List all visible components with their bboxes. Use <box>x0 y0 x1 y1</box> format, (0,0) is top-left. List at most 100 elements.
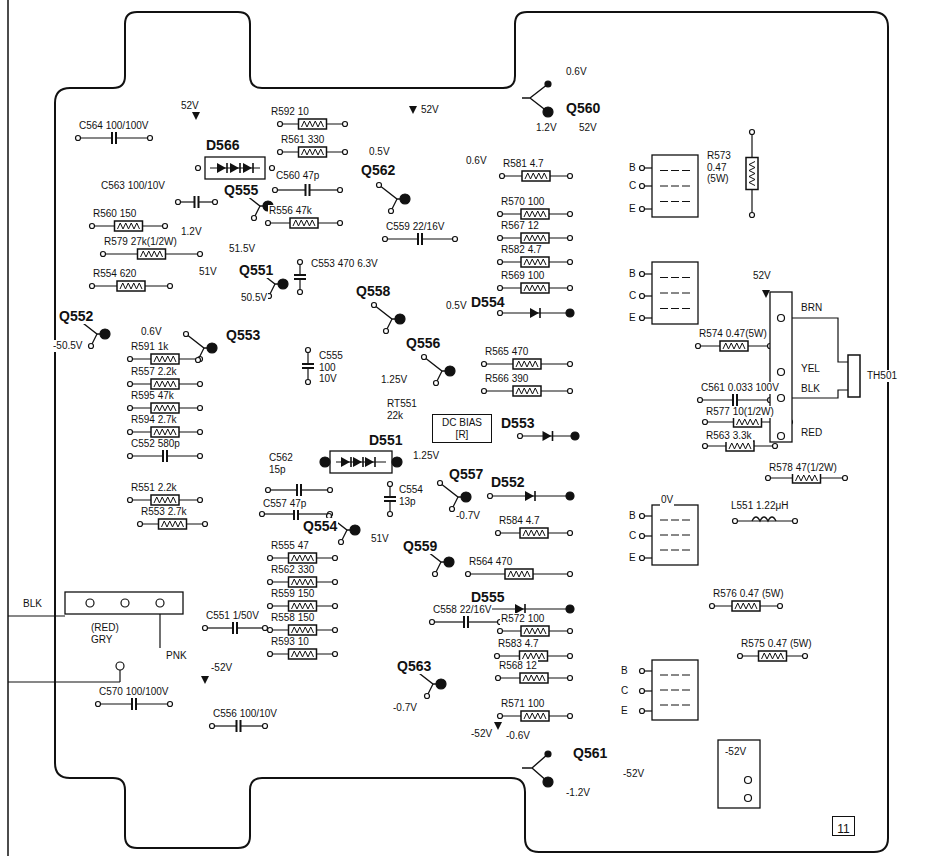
solder-pad <box>433 572 438 577</box>
solder-pad <box>568 389 573 394</box>
resistor-symbol <box>289 577 317 587</box>
solder-pad <box>252 216 257 221</box>
solder-pad <box>450 507 455 512</box>
part-name: D566 <box>205 137 240 153</box>
value-label: L551 1.22μH <box>730 500 789 512</box>
power-transistor <box>652 262 698 324</box>
capacitor-symbol <box>294 274 306 276</box>
solder-pad <box>210 724 215 729</box>
capacitor-symbol <box>736 394 738 406</box>
diode-symbol <box>365 457 374 467</box>
resistor-symbol <box>289 553 317 563</box>
solder-pad <box>196 166 201 171</box>
resistor-symbol <box>521 283 549 293</box>
capacitor-symbol <box>417 233 419 245</box>
value-label: C551 1/50V <box>205 610 260 622</box>
resistor-zigzag <box>154 381 176 387</box>
solder-pad <box>444 557 454 567</box>
solder-pad <box>306 348 311 353</box>
solder-pad <box>333 628 338 633</box>
value-label: R575 0.47 (5W) <box>740 638 813 650</box>
capacitor-lead <box>468 621 500 622</box>
capacitor-symbol <box>384 496 396 498</box>
value-label: B <box>628 162 637 174</box>
solder-pad <box>168 284 173 289</box>
solder-pad <box>496 531 501 536</box>
voltage-marker <box>762 290 770 298</box>
resistor-zigzag <box>162 521 184 527</box>
solder-pad <box>438 481 443 486</box>
heatsink-mark <box>660 170 690 171</box>
capacitor-symbol <box>162 450 164 462</box>
value-label: R591 1k <box>130 341 169 353</box>
solder-pad <box>703 444 708 449</box>
resistor-zigzag <box>118 223 140 229</box>
value-label: C <box>628 290 637 302</box>
value-label: 52V <box>578 122 598 134</box>
solder-pad <box>566 605 574 613</box>
solder-pad <box>268 580 273 585</box>
part-name: Q551 <box>238 262 274 278</box>
diode-array <box>330 451 392 473</box>
solder-pad <box>453 237 458 242</box>
value-label: R570 100 <box>500 196 545 208</box>
value-label: R562 330 <box>270 564 315 576</box>
value-label: TH501 <box>866 370 898 382</box>
diode-bar <box>539 308 541 318</box>
value-label: C559 22/16V <box>385 221 445 233</box>
resistor-symbol <box>159 519 187 529</box>
solder-pad <box>101 252 106 257</box>
value-label: 51V <box>198 266 218 278</box>
solder-pad <box>388 482 393 487</box>
solder-pad <box>260 512 265 517</box>
value-label: C552 580p <box>130 438 181 450</box>
solder-pad <box>333 604 338 609</box>
value-label: R577 10(1/2W) <box>705 406 775 418</box>
solder-pad <box>339 540 344 545</box>
solder-pad <box>640 294 645 299</box>
wire <box>159 614 160 648</box>
heatsink-mark <box>660 186 690 187</box>
solder-pad <box>498 212 503 217</box>
value-label: BLK <box>22 598 43 610</box>
resistor-symbol <box>522 171 550 181</box>
solder-pad <box>568 572 573 577</box>
diode-bar <box>252 163 254 173</box>
solder-pad <box>745 795 752 802</box>
value-label: R563 3.3k <box>705 430 753 442</box>
solder-pad <box>266 488 271 493</box>
power-transistor <box>652 155 698 217</box>
resistor-zigzag <box>524 235 546 241</box>
resistor-symbol <box>138 249 166 259</box>
resistor-zigzag <box>292 579 314 585</box>
resistor-zigzag <box>120 283 142 289</box>
solder-pad <box>128 454 133 459</box>
value-label: E <box>620 705 629 717</box>
resistor-symbol <box>726 441 754 451</box>
value-label: C561 0.033 100V <box>700 382 780 394</box>
capacitor-symbol <box>115 132 117 144</box>
solder-pad <box>568 531 573 536</box>
capacitor-symbol <box>294 278 306 280</box>
value-label: R571 100 <box>500 698 545 710</box>
value-label: RT551 22k <box>386 398 424 421</box>
solder-pad <box>333 556 338 561</box>
capacitor-lead <box>432 621 464 622</box>
solder-pad <box>128 382 133 387</box>
value-label: -50.5V <box>52 340 83 352</box>
diode-symbol <box>530 308 539 318</box>
resistor-symbol <box>513 386 541 396</box>
solder-pad <box>138 522 143 527</box>
solder-pad <box>278 150 283 155</box>
value-label: C <box>620 685 629 697</box>
value-label: B <box>628 510 637 522</box>
solder-pad <box>498 629 503 634</box>
value-label: R555 47 <box>270 540 310 552</box>
value-label: BRN <box>800 302 823 314</box>
solder-pad <box>198 382 203 387</box>
solder-pad <box>571 432 579 440</box>
value-label: 1.2V <box>535 122 558 134</box>
value-label: 0V <box>660 494 674 506</box>
resistor-symbol <box>521 233 549 243</box>
capacitor-symbol <box>236 720 238 732</box>
